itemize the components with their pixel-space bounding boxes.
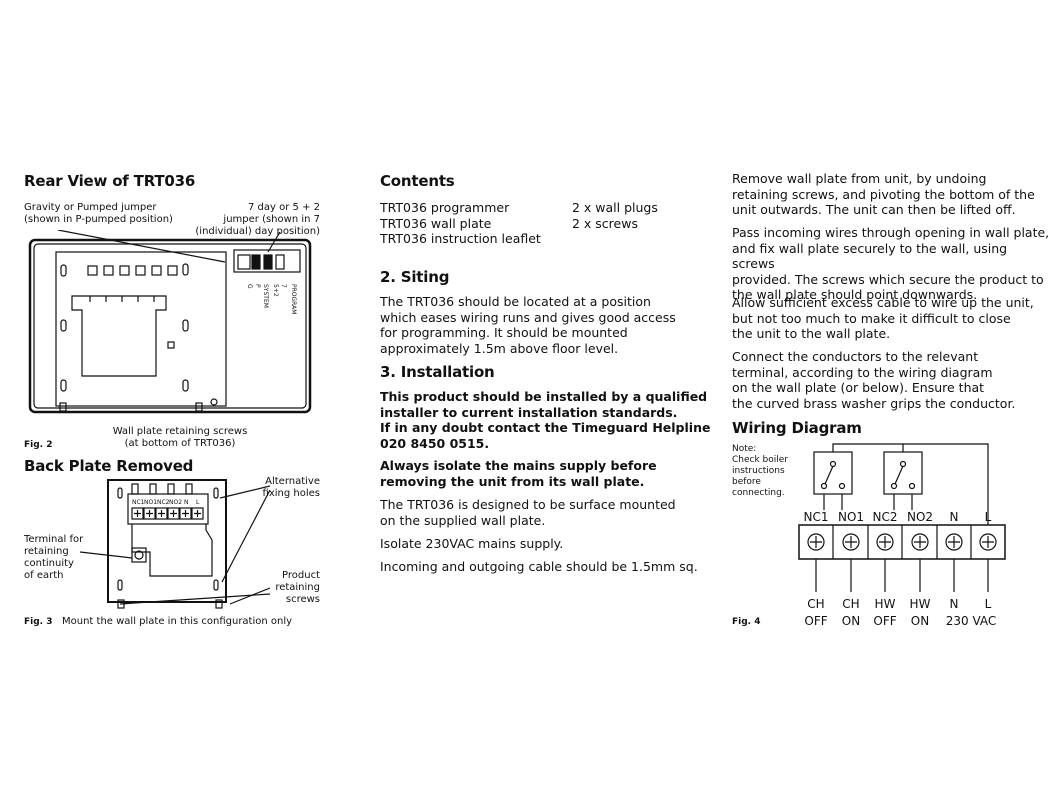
siting-text: The TRT036 should be located at a positi… [380, 294, 676, 356]
wiring-diagram: NC1 NO1 NC2 NO2 N L CH CH HW HW N L OFF … [798, 443, 1006, 628]
jumper-text-p: P [254, 284, 261, 288]
installation-heading: 3. Installation [380, 363, 495, 381]
day-jumper-label: 7 day or 5 + 2 jumper (shown in 7 (indiv… [195, 202, 320, 237]
cable-text: Incoming and outgoing cable should be 1.… [380, 559, 698, 574]
mini-terminal-no2: NO2 [169, 499, 182, 506]
contents-row: TRT036 instruction leaflet [380, 231, 541, 246]
fig4-label: Fig. 4 [732, 617, 761, 627]
surface-mount-text: The TRT036 is designed to be surface mou… [380, 497, 676, 528]
contents-heading: Contents [380, 172, 455, 190]
jumper-text-52: 5+2 [272, 284, 279, 297]
mini-terminal-nc2: NC2 [157, 499, 170, 506]
ch-switch [813, 451, 853, 495]
terminal-label-n: N [950, 510, 959, 524]
output-label-l: L [985, 597, 992, 611]
connect-conductors-text: Connect the conductors to the relevant t… [732, 349, 1016, 411]
mini-terminal-no1: NO1 [144, 499, 157, 506]
wiring-diagram-heading: Wiring Diagram [732, 419, 862, 437]
contents-row: TRT036 programmer 2 x wall plugs [380, 200, 658, 215]
mini-terminal-nc1: NC1 [132, 499, 145, 506]
rear-view-heading: Rear View of TRT036 [24, 172, 196, 190]
boiler-note: Note: Check boiler instructions before c… [732, 444, 789, 498]
alt-fixing-label: Alternative fixing holes [262, 476, 320, 499]
jumper-text-program: PROGRAM [290, 284, 297, 314]
rear-view-diagram: G P SYSTEM 5+2 7 PROGRAM [28, 230, 312, 414]
mini-terminal-l: L [196, 499, 200, 506]
hw-switch [883, 451, 923, 495]
terminal-label-l: L [985, 510, 992, 524]
back-plate-heading: Back Plate Removed [24, 457, 194, 475]
output-state-hw-off: OFF [873, 614, 896, 628]
terminal-label-nc2: NC2 [873, 510, 898, 524]
terminal-label-no1: NO1 [838, 510, 864, 524]
contents-list: TRT036 programmer 2 x wall plugs TRT036 … [380, 200, 680, 247]
output-label-ch-2: CH [842, 597, 859, 611]
terminal-label-no2: NO2 [907, 510, 933, 524]
siting-heading: 2. Siting [380, 268, 450, 286]
fig3-label: Fig. 3 [24, 617, 53, 627]
output-label-hw-2: HW [910, 597, 931, 611]
output-label-n: N [950, 597, 959, 611]
output-state-ch-on: ON [842, 614, 860, 628]
output-state-hw-on: ON [911, 614, 929, 628]
gravity-jumper-label: Gravity or Pumped jumper (shown in P-pum… [24, 202, 173, 225]
isolate-warning: Always isolate the mains supply before r… [380, 458, 657, 489]
product-screws-label: Product retaining screws [275, 570, 320, 605]
output-state-ch-off: OFF [804, 614, 827, 628]
remove-plate-text: Remove wall plate from unit, by undoing … [732, 171, 1035, 217]
jumper-text-system: SYSTEM [262, 284, 269, 308]
contents-row: TRT036 wall plate 2 x screws [380, 215, 638, 231]
fig2-label: Fig. 2 [24, 440, 53, 450]
back-plate-diagram: NC1 NO1 NC2 NO2 N L [80, 479, 270, 609]
isolate-text: Isolate 230VAC mains supply. [380, 536, 564, 551]
mini-terminal-n: N [184, 499, 189, 506]
jumper-text-7: 7 [280, 284, 287, 288]
earth-terminal-label: Terminal for retaining continuity of ear… [24, 534, 84, 581]
fig3-caption: Mount the wall plate in this configurati… [62, 616, 293, 627]
output-label-hw-1: HW [875, 597, 896, 611]
pass-wires-text: Pass incoming wires through opening in w… [732, 225, 1050, 302]
output-voltage-label: 230 VAC [946, 614, 997, 628]
excess-cable-text: Allow sufficient excess cable to wire up… [732, 295, 1034, 341]
terminal-label-nc1: NC1 [804, 510, 829, 524]
output-label-ch-1: CH [807, 597, 824, 611]
installation-warning: This product should be installed by a qu… [380, 389, 711, 451]
jumper-text-g: G [246, 284, 253, 289]
wall-plate-screws-label: Wall plate retaining screws (at bottom o… [112, 426, 248, 449]
